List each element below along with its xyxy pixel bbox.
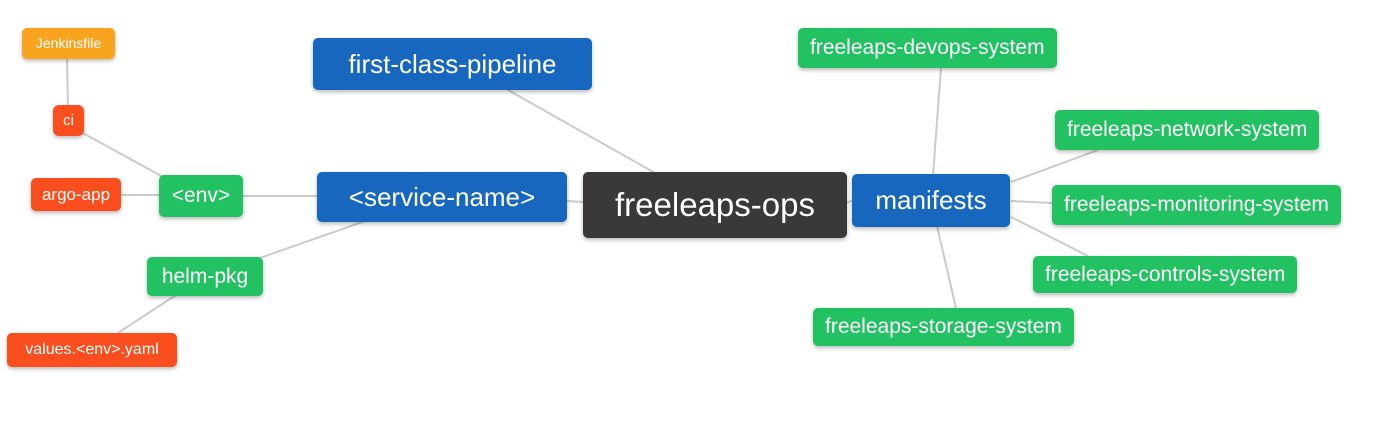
- edge-manifests-controls: [1010, 216, 1089, 257]
- node-freeleaps-network-system[interactable]: freeleaps-network-system: [1055, 110, 1320, 150]
- node-freeleaps-ops-root[interactable]: freeleaps-ops: [583, 172, 847, 238]
- node-service-name[interactable]: <service-name>: [317, 172, 567, 222]
- node-freeleaps-controls-system[interactable]: freeleaps-controls-system: [1033, 256, 1298, 293]
- node-ci[interactable]: ci: [53, 105, 84, 136]
- edge-values-helm-pkg: [117, 294, 177, 334]
- node-freeleaps-storage-system[interactable]: freeleaps-storage-system: [813, 308, 1074, 346]
- edge-manifests-monitoring: [1010, 200, 1054, 204]
- edge-ci-env: [80, 131, 166, 179]
- edge-manifests-devops: [932, 67, 942, 176]
- edge-jenkinsfile-ci: [66, 57, 69, 107]
- edge-manifests-network: [1010, 149, 1099, 183]
- node-freeleaps-monitoring-system[interactable]: freeleaps-monitoring-system: [1052, 185, 1341, 225]
- edge-service-name-freeleaps-ops: [565, 200, 585, 203]
- edge-pipeline-freeleaps-ops: [507, 89, 656, 174]
- node-first-class-pipeline[interactable]: first-class-pipeline: [313, 38, 592, 90]
- node-helm-pkg[interactable]: helm-pkg: [147, 257, 263, 296]
- node-argo-app[interactable]: argo-app: [31, 178, 121, 211]
- node-values-env-yaml[interactable]: values.<env>.yaml: [7, 333, 177, 367]
- node-manifests[interactable]: manifests: [852, 174, 1010, 227]
- edge-freeleaps-ops-manifests: [845, 199, 854, 204]
- edge-manifests-storage: [936, 225, 957, 309]
- node-jenkinsfile[interactable]: Jenkinsfile: [22, 28, 115, 59]
- node-env[interactable]: <env>: [159, 175, 243, 217]
- edge-helm-pkg-service-name: [259, 220, 366, 259]
- node-freeleaps-devops-system[interactable]: freeleaps-devops-system: [798, 28, 1057, 68]
